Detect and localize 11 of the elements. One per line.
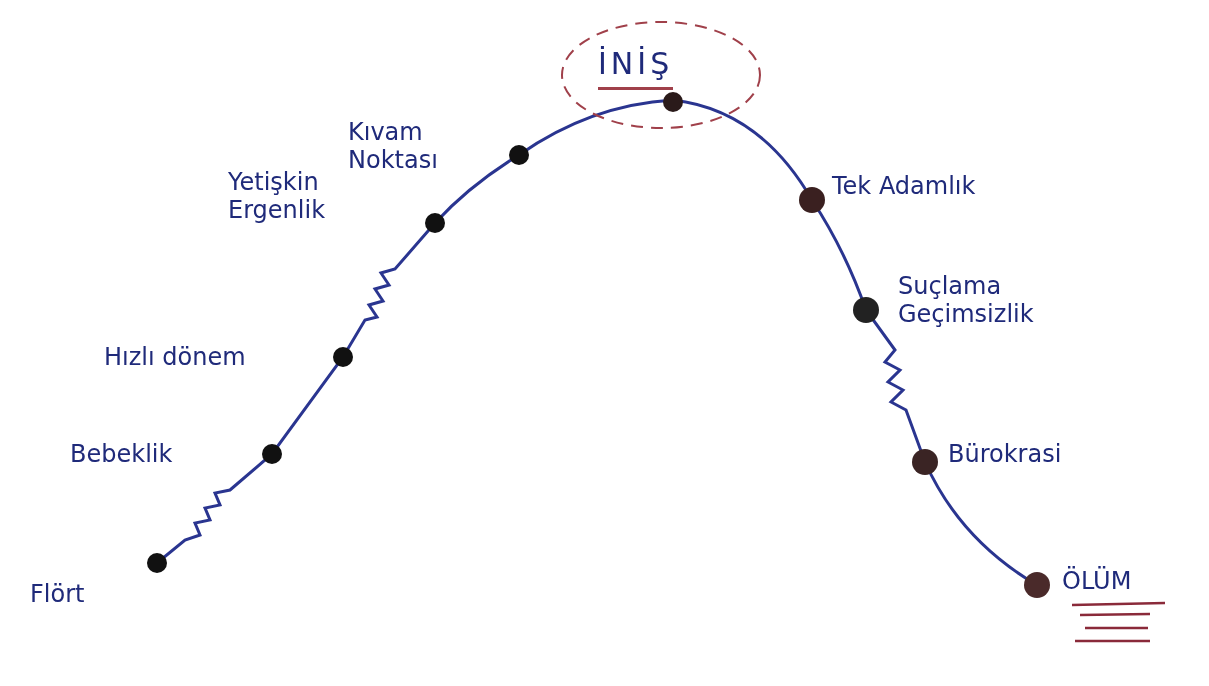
stage-label: Bebeklik: [70, 440, 174, 468]
node-label: İNİŞ: [598, 46, 674, 90]
stage-label: Suçlama Geçimsizlik: [898, 272, 1035, 328]
stage-label: Kıvam Noktası: [348, 118, 439, 174]
stage-label: ÖLÜM: [1062, 567, 1133, 595]
stage-label: Tek Adamlık: [832, 172, 977, 200]
stage-label: Bürokrasi: [948, 440, 1063, 468]
stage-label: Yetişkin Ergenlik: [228, 168, 327, 224]
stage-label: Hızlı dönem: [104, 343, 247, 371]
dashed-cloud: [558, 18, 764, 132]
stage-label: Flört: [30, 580, 86, 608]
